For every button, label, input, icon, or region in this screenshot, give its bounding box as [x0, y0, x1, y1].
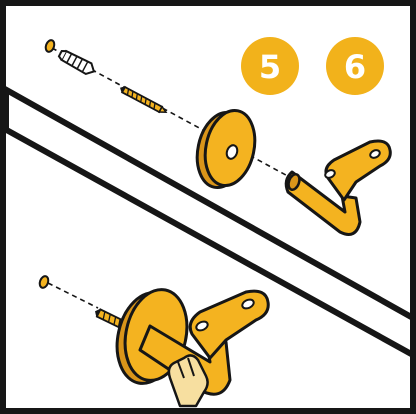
- step-badge-5: 5: [241, 37, 299, 95]
- step-number-6: 6: [344, 48, 366, 86]
- step-badge-6: 6: [326, 37, 384, 95]
- step-number-5: 5: [259, 48, 281, 86]
